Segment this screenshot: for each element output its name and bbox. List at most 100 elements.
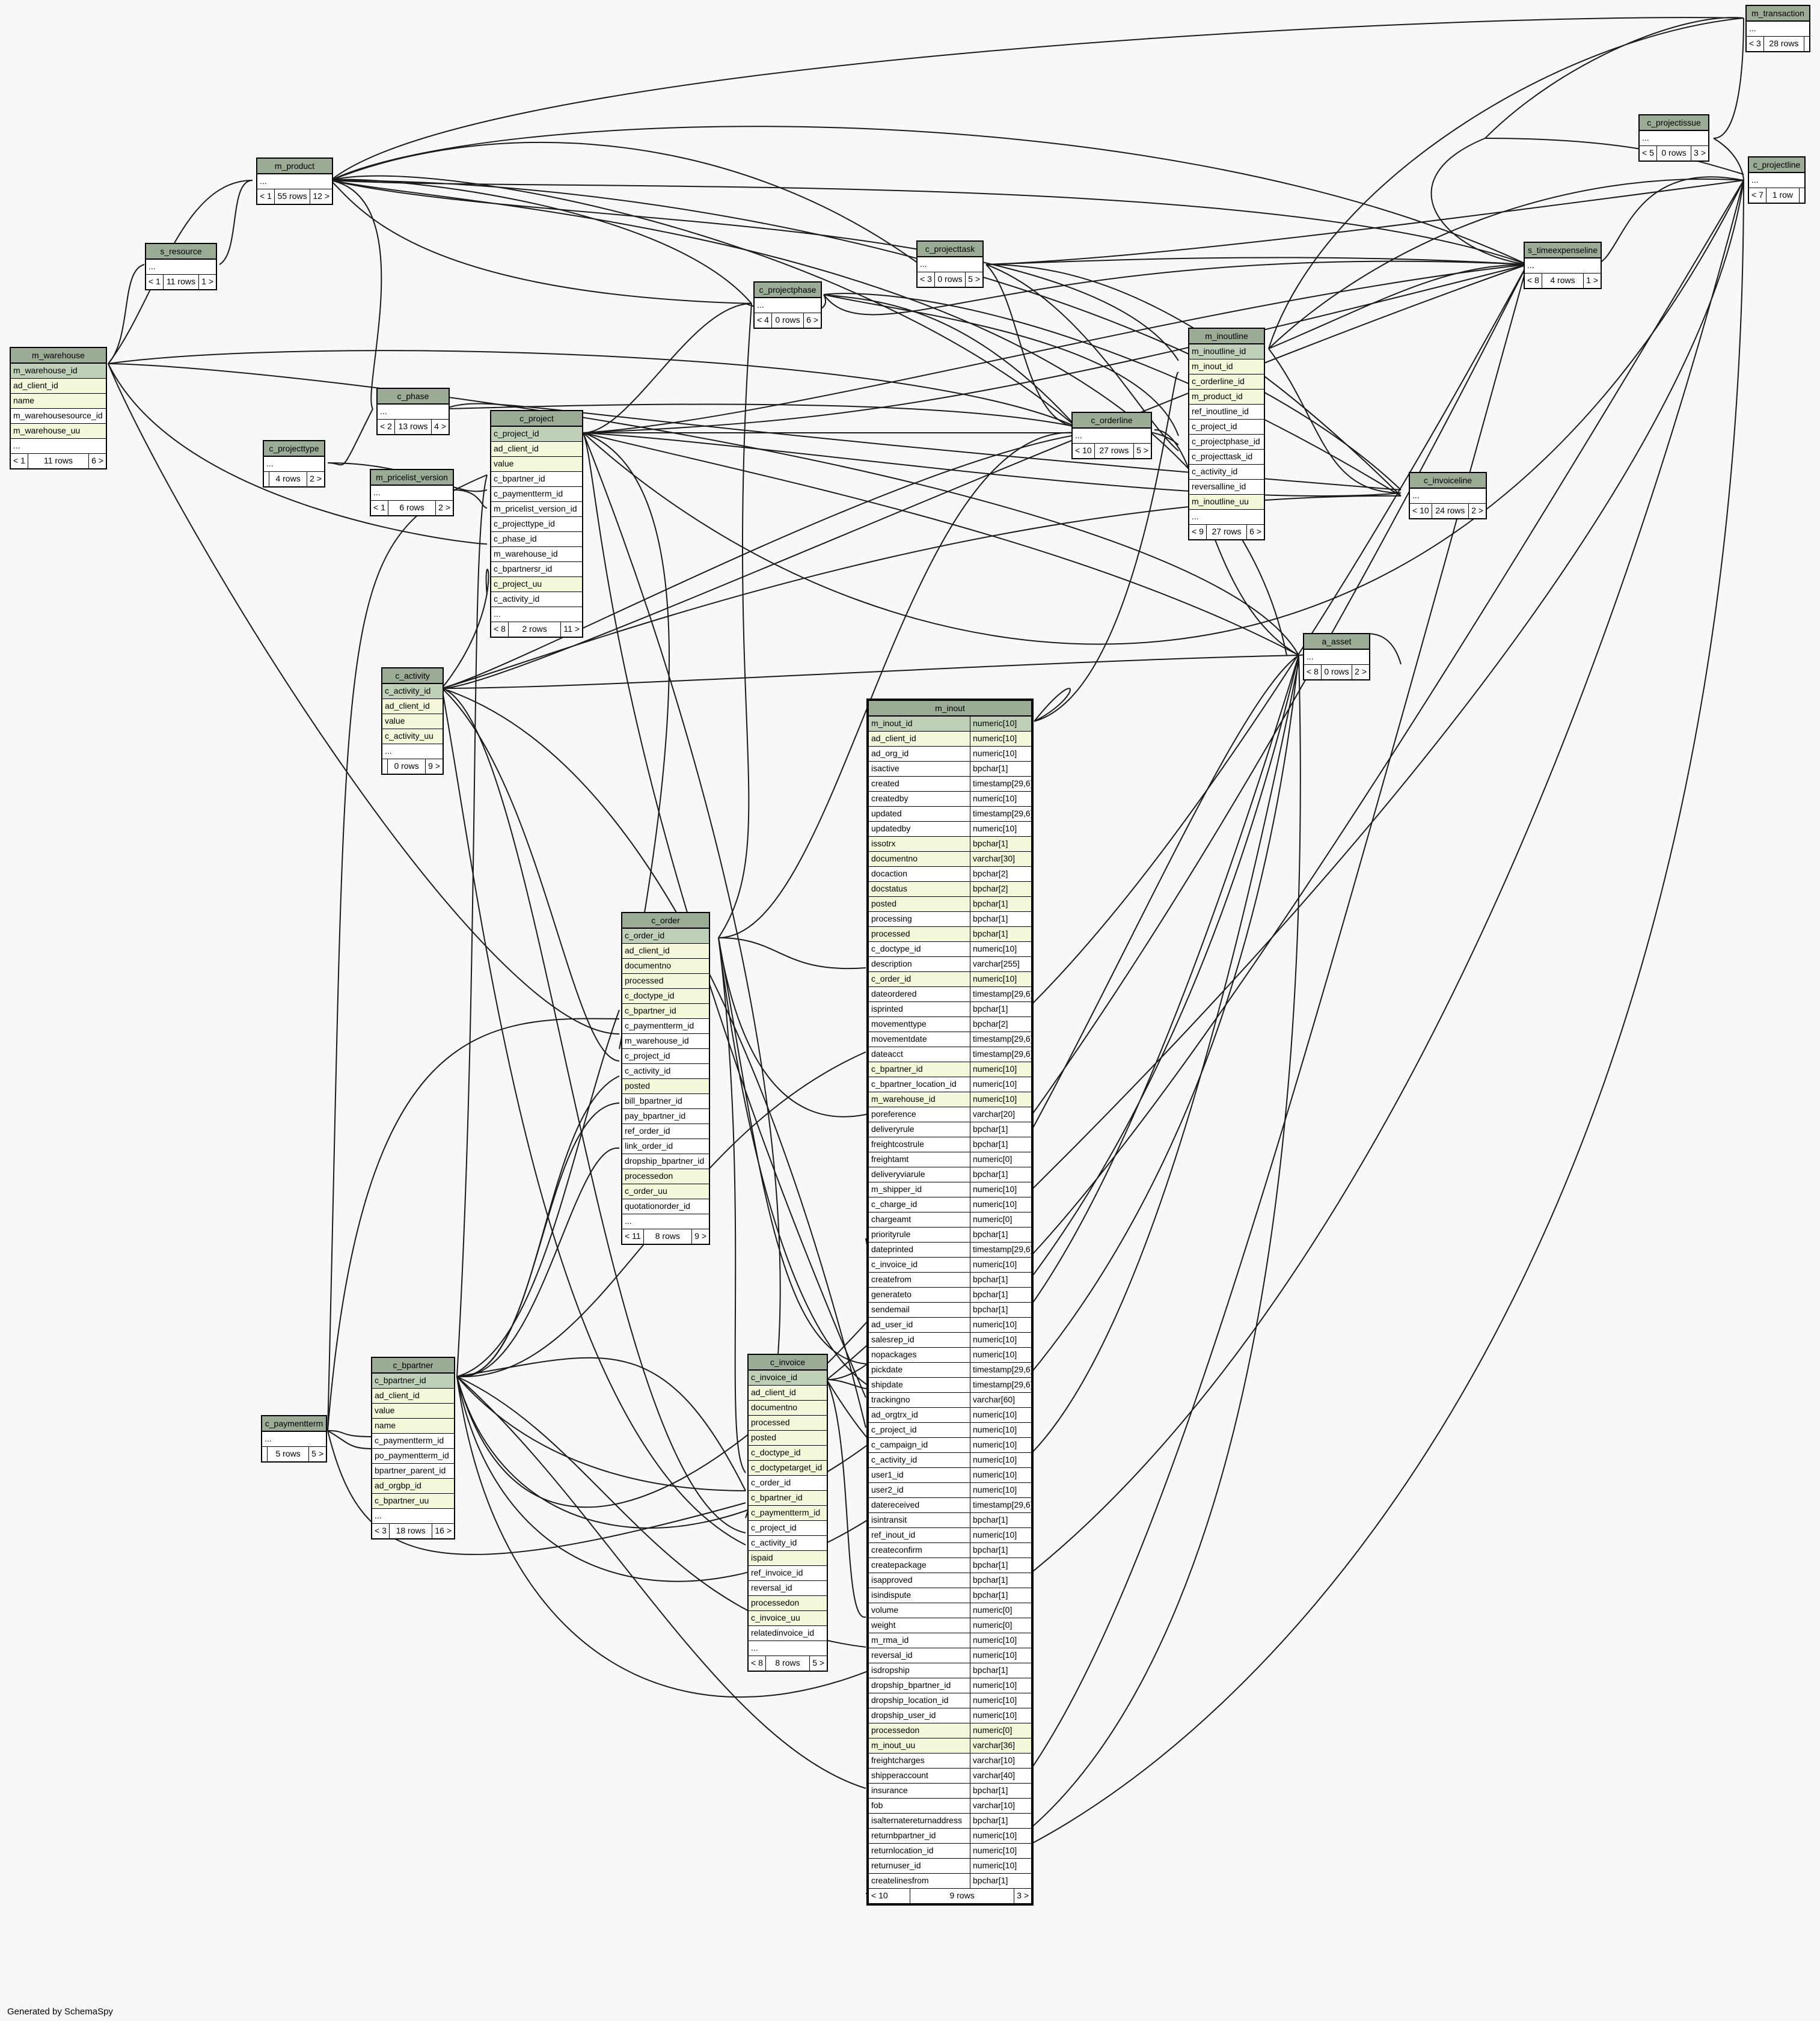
table-header[interactable]: m_pricelist_version [371, 470, 453, 486]
table-row: m_warehouse_id [491, 547, 582, 562]
table-c-project[interactable]: c_project c_project_id ad_client_id valu… [490, 410, 583, 638]
table-header[interactable]: m_inoutline [1189, 329, 1264, 344]
table-header[interactable]: c_projectissue [1640, 115, 1708, 131]
table-row: ... [11, 439, 106, 454]
table-header[interactable]: c_invoiceline [1410, 473, 1486, 489]
table-c-bpartner[interactable]: c_bpartner c_bpartner_id ad_client_id va… [371, 1357, 455, 1539]
table-header[interactable]: c_bpartner [372, 1358, 454, 1374]
table-row: c_project_id [622, 1049, 709, 1064]
table-row: bpartner_parent_id [372, 1464, 454, 1479]
table-row: ad_client_id [749, 1386, 827, 1401]
table-row: c_phase_id [491, 532, 582, 547]
table-header[interactable]: c_projecttype [264, 441, 324, 457]
table-header[interactable]: c_orderline [1073, 413, 1151, 429]
table-header[interactable]: c_project [491, 411, 582, 427]
table-row: c_activity_uu [382, 729, 443, 744]
table-header[interactable]: c_projecttask [918, 242, 982, 257]
table-row: m_warehouse_id [622, 1034, 709, 1049]
table-header[interactable]: m_transaction [1747, 6, 1809, 22]
table-m-warehouse[interactable]: m_warehouse m_warehouse_id ad_client_id … [10, 347, 107, 469]
table-header[interactable]: c_projectphase [755, 283, 821, 298]
table-header[interactable]: m_inout [869, 701, 1031, 717]
table-row: ... [918, 257, 982, 272]
table-header[interactable]: c_activity [382, 668, 443, 684]
table-row: c_paymentterm_id [491, 487, 582, 502]
table-header[interactable]: c_paymentterm [262, 1416, 326, 1432]
table-header[interactable]: a_asset [1304, 634, 1369, 650]
table-row: ad_client_id [622, 944, 709, 959]
table-row: name [11, 394, 106, 409]
table-c-order[interactable]: c_order c_order_id ad_client_id document… [621, 912, 710, 1245]
table-header[interactable]: c_phase [378, 389, 449, 405]
table-row: dropship_bpartner_id [622, 1154, 709, 1169]
table-header[interactable]: c_projectline [1749, 157, 1804, 173]
table-row: c_bpartner_id [622, 1004, 709, 1019]
table-header[interactable]: s_resource [146, 244, 216, 260]
table-c-activity[interactable]: c_activity c_activity_id ad_client_id va… [381, 667, 444, 775]
table-header[interactable]: c_invoice [749, 1355, 827, 1371]
table-m-inoutline[interactable]: m_inoutline m_inoutline_id m_inout_id c_… [1188, 328, 1265, 540]
table-header[interactable]: m_product [257, 159, 332, 174]
table-row: m_warehouse_uu [11, 424, 106, 439]
table-row: c_bpartnersr_id [491, 562, 582, 577]
table-header[interactable]: s_timeexpenseline [1525, 243, 1601, 258]
table-c-invoice[interactable]: c_invoice c_invoice_id ad_client_id docu… [747, 1354, 828, 1672]
table-header[interactable]: m_warehouse [11, 348, 106, 364]
table-row: c_paymentterm_id [372, 1434, 454, 1449]
table-row: m_warehouse_id [11, 364, 106, 379]
table-header[interactable]: c_order [622, 913, 709, 929]
